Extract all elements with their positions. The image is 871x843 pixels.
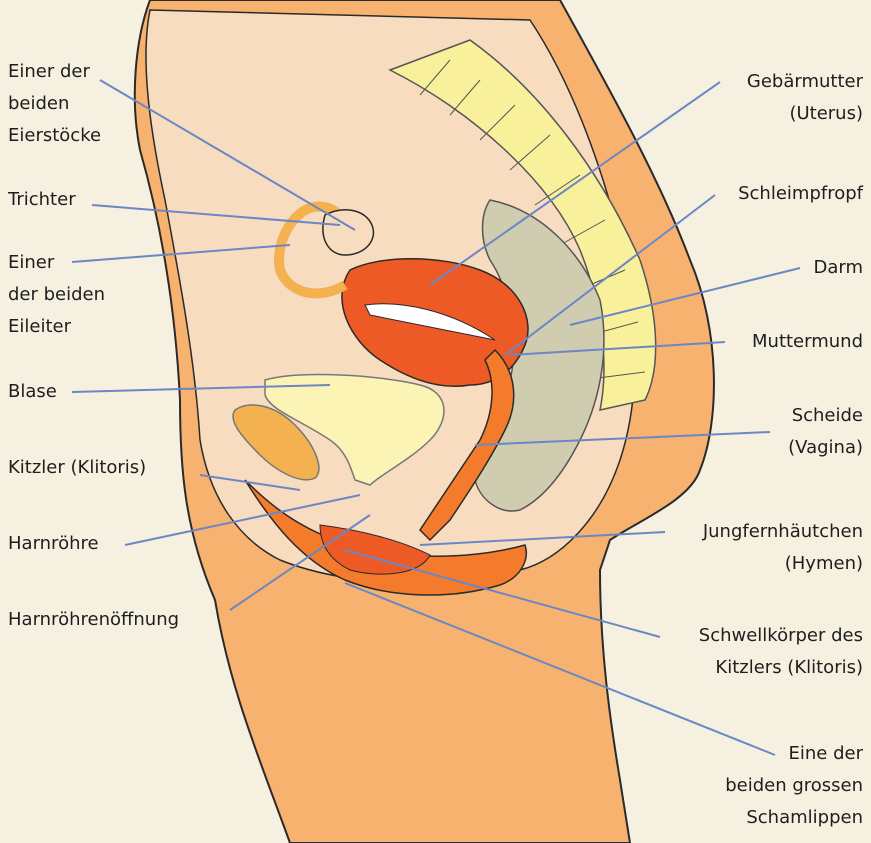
label-mucus-plug: Schleimpfropf — [738, 178, 863, 210]
label-labia: Eine der beiden grossen Schamlippen — [725, 738, 863, 834]
label-bladder: Blase — [8, 376, 57, 408]
label-fallopian-tube: Einer der beiden Eileiter — [8, 247, 105, 343]
label-urethral-opening: Harnröhrenöffnung — [8, 604, 179, 636]
label-ovary: Einer der beiden Eierstöcke — [8, 56, 101, 152]
label-funnel: Trichter — [8, 184, 76, 216]
label-hymen: Jungfernhäutchen (Hymen) — [703, 516, 863, 580]
label-cervix: Muttermund — [752, 326, 863, 358]
label-clitoral-body: Schwellkörper des Kitzlers (Klitoris) — [699, 620, 863, 684]
label-urethra: Harnröhre — [8, 528, 99, 560]
label-bowel: Darm — [813, 252, 863, 284]
label-uterus: Gebärmutter (Uterus) — [747, 66, 863, 130]
label-clitoris: Kitzler (Klitoris) — [8, 452, 146, 484]
label-vagina: Scheide (Vagina) — [788, 400, 863, 464]
